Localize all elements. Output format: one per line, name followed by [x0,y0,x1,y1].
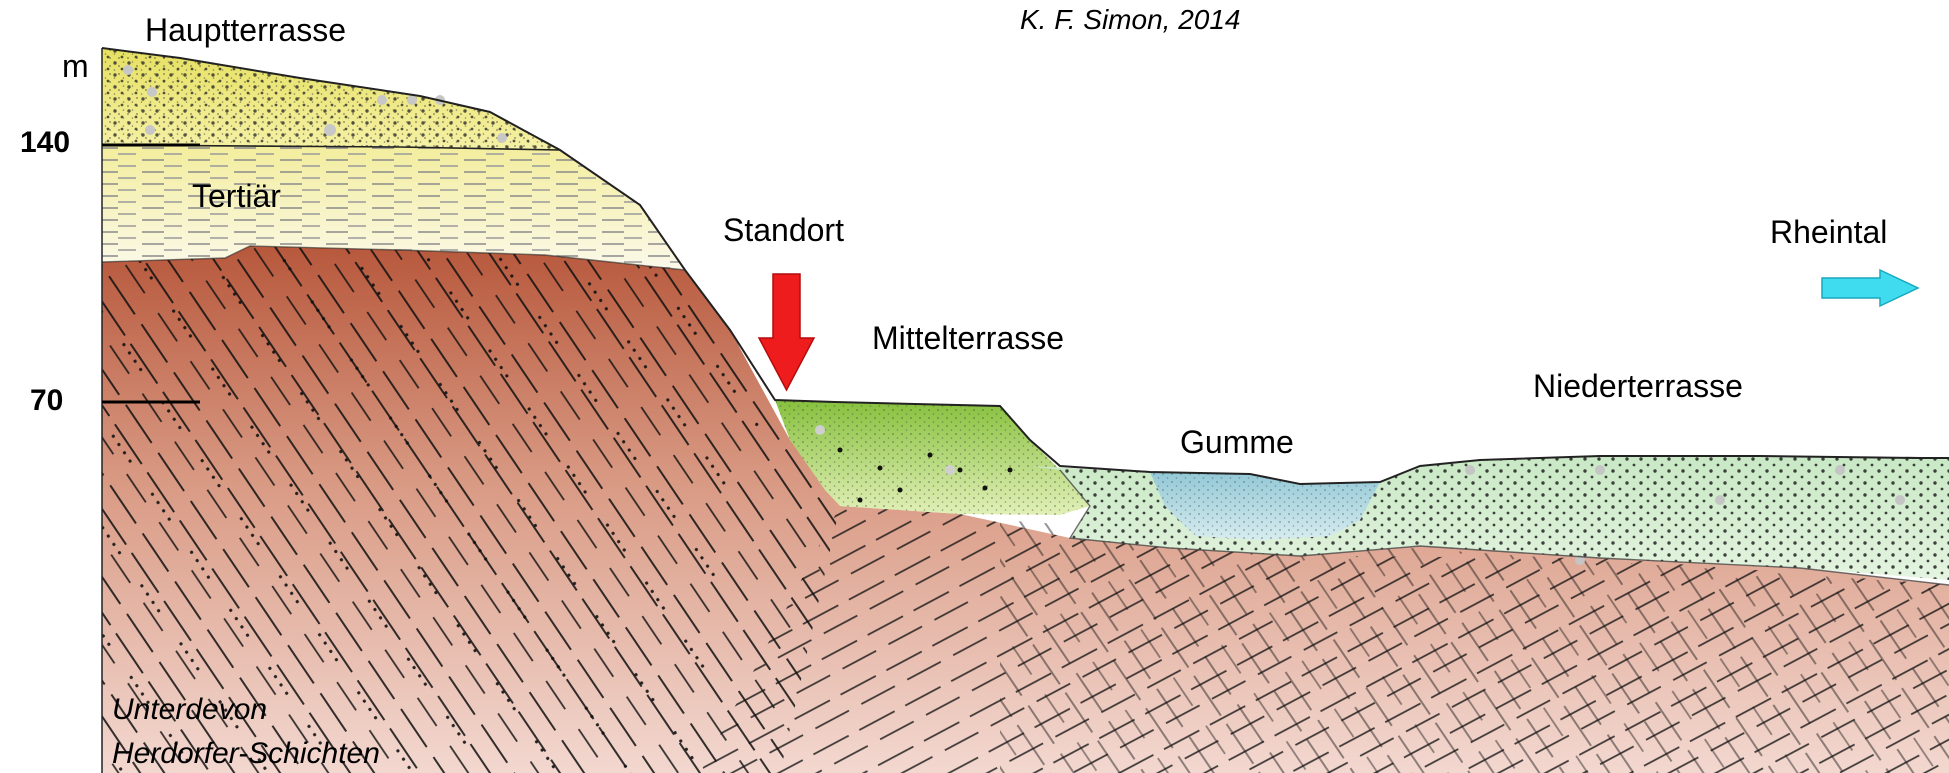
label-tertiaer: Tertiär [192,178,281,215]
label-standort: Standort [723,212,844,249]
label-unterdevon: Unterdevon [112,693,267,727]
right-arrow-icon [1822,270,1918,306]
label-hauptterrasse: Hauptterrasse [145,12,346,49]
tick-label-70: 70 [30,384,63,418]
label-herdorfer-schichten: Herdorfer-Schichten [112,737,380,771]
down-arrow-icon [759,274,814,390]
author-credit: K. F. Simon, 2014 [1020,4,1241,36]
label-mittelterrasse: Mittelterrasse [872,320,1064,357]
label-niederterrasse: Niederterrasse [1533,368,1743,405]
label-rheintal: Rheintal [1770,214,1887,251]
label-gumme: Gumme [1180,424,1294,461]
tick-label-140: 140 [20,126,70,160]
axis-unit-label: m [62,48,89,85]
